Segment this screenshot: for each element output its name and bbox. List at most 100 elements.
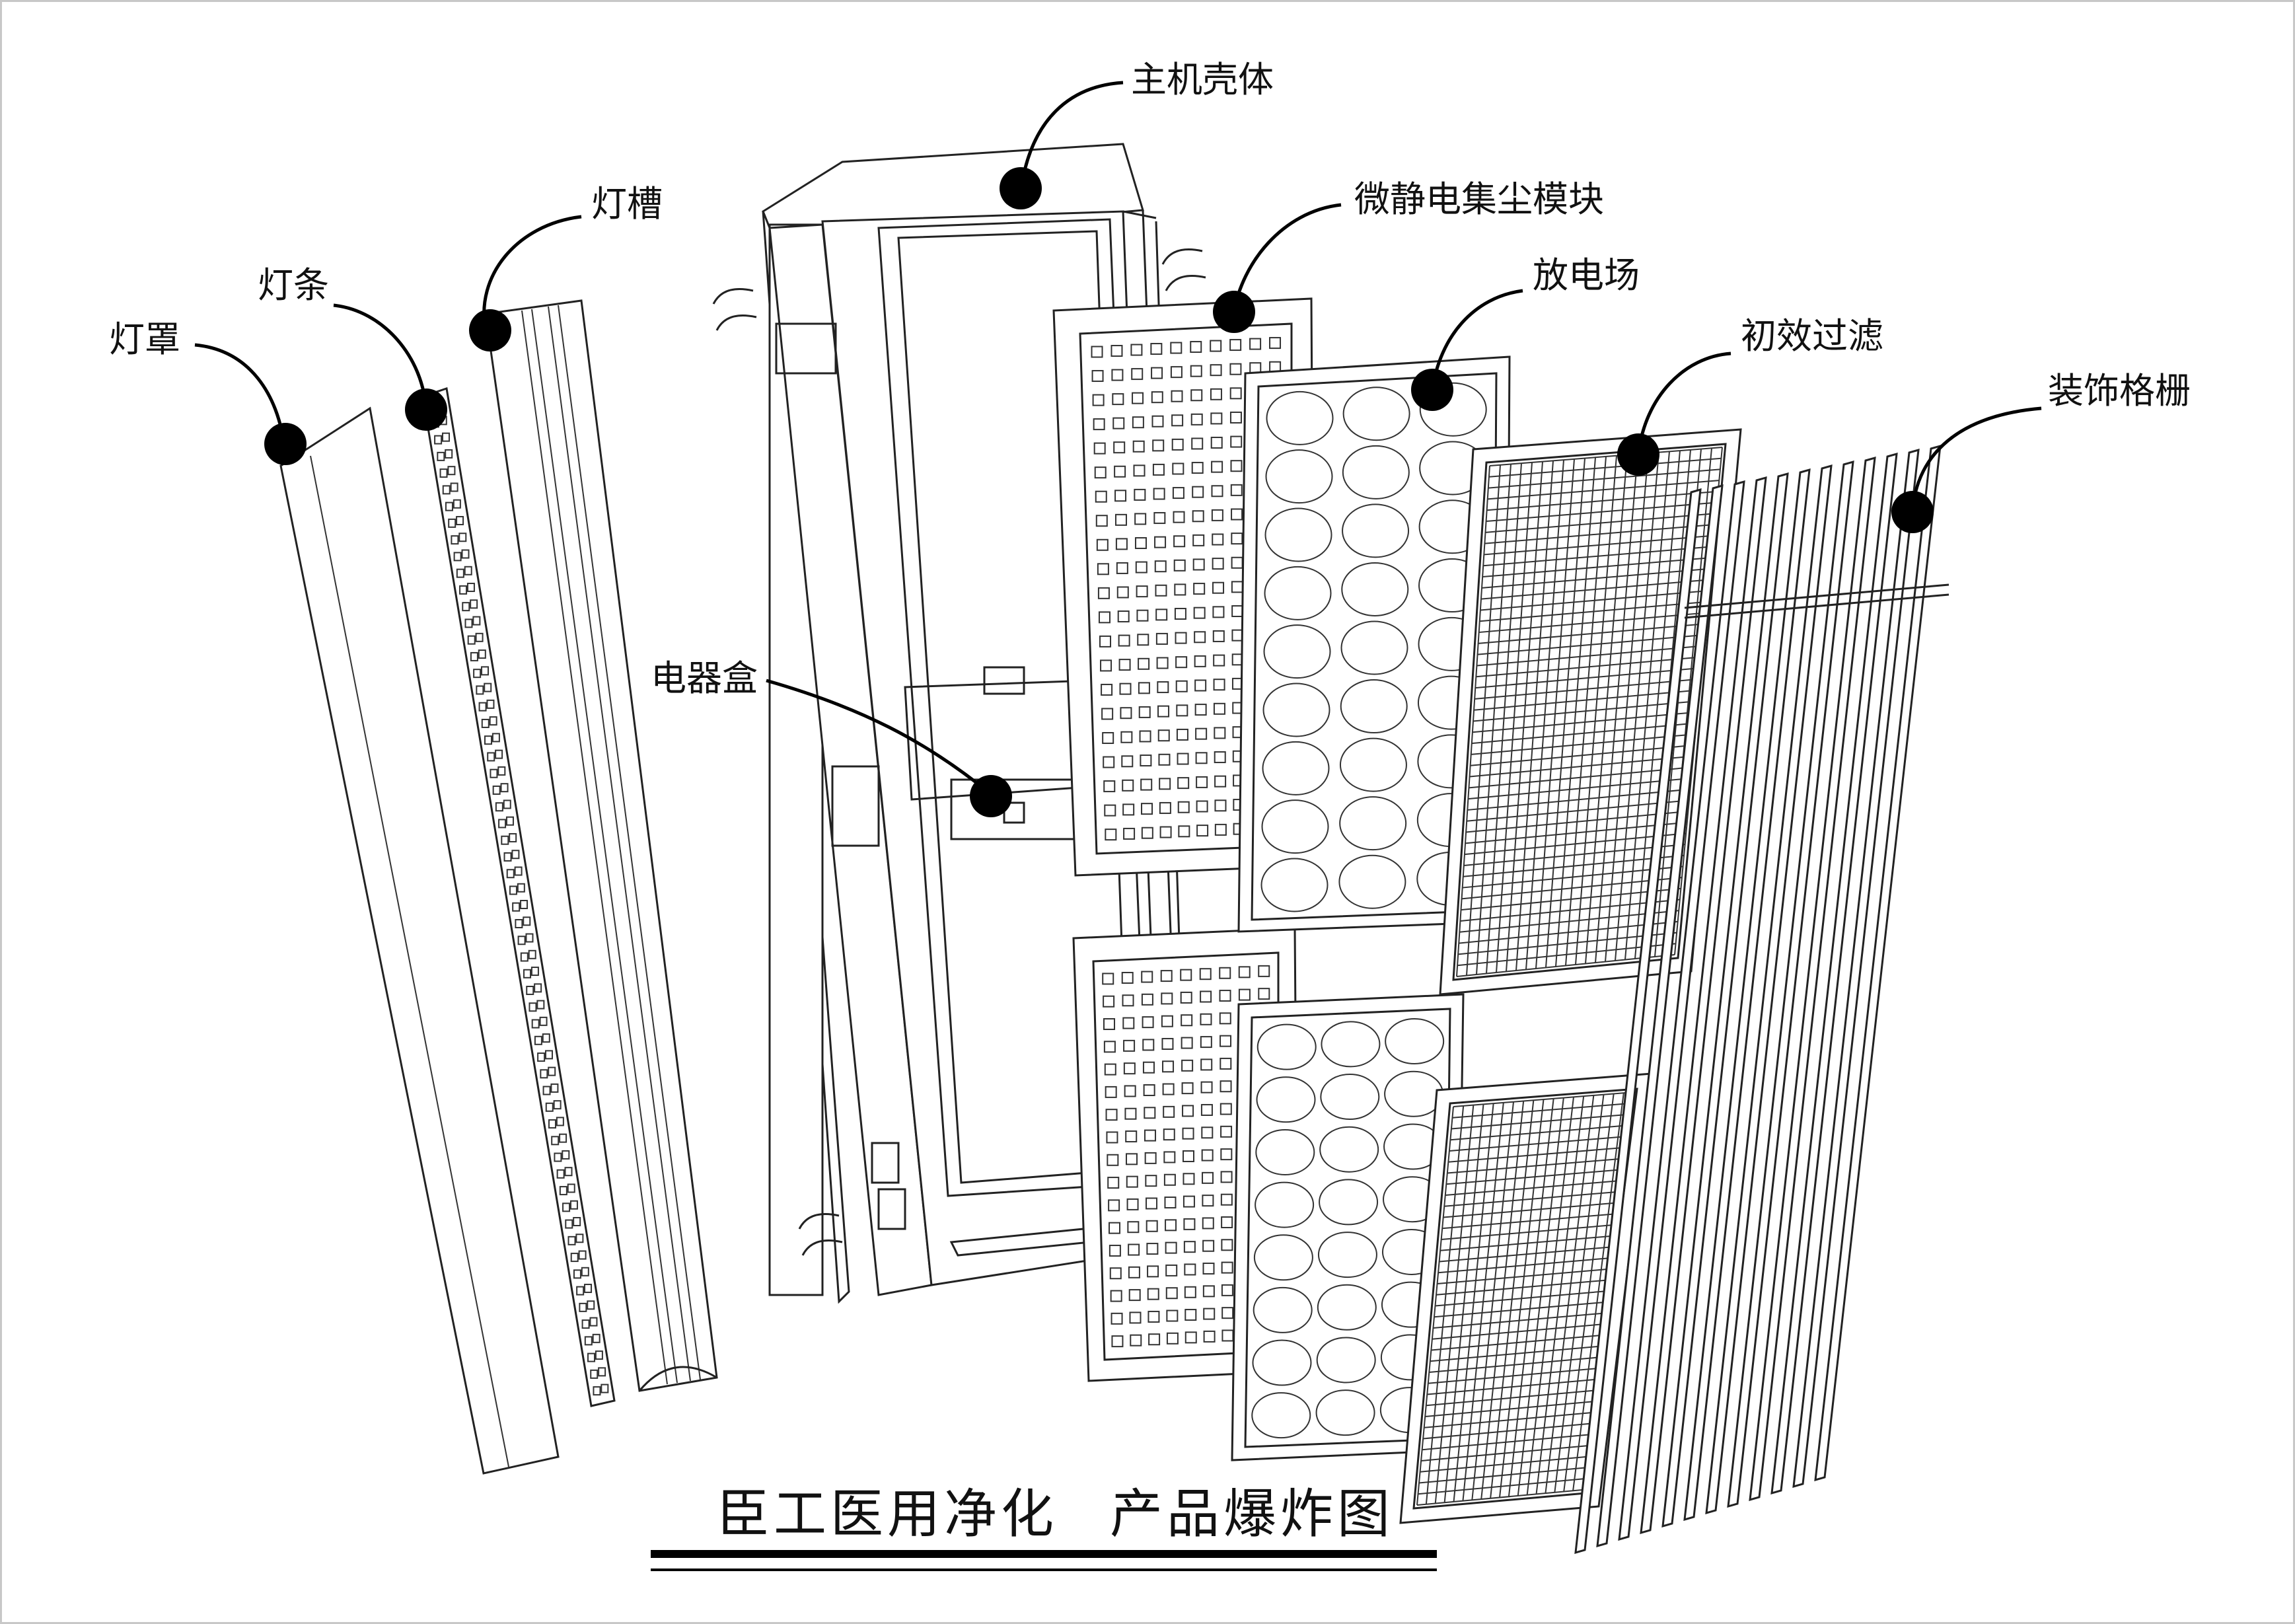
esp-hole bbox=[1158, 753, 1171, 766]
esp-hole bbox=[1221, 1216, 1233, 1228]
esp-hole bbox=[1220, 1103, 1232, 1115]
esp-hole bbox=[1134, 513, 1147, 525]
esp-hole bbox=[1155, 609, 1168, 621]
strip-hole bbox=[486, 699, 495, 709]
esp-hole bbox=[1181, 1082, 1194, 1095]
discharge-ring bbox=[1316, 1337, 1376, 1384]
esp-hole bbox=[1115, 538, 1128, 550]
strip-hole bbox=[548, 1119, 556, 1129]
mesh-line bbox=[1451, 1113, 1631, 1130]
strip-hole bbox=[511, 850, 520, 860]
esp-hole bbox=[1184, 1309, 1197, 1321]
strip-hole bbox=[531, 1019, 540, 1029]
esp-hole bbox=[1126, 1198, 1139, 1210]
esp-hole bbox=[1109, 1267, 1122, 1280]
esp-hole bbox=[1214, 727, 1226, 739]
esp-hole bbox=[1120, 731, 1133, 743]
esp-hole bbox=[1203, 1308, 1216, 1320]
discharge-ring bbox=[1251, 1392, 1311, 1439]
esp-hole bbox=[1220, 1080, 1232, 1093]
esp-hole bbox=[1144, 1152, 1157, 1164]
esp-hole bbox=[1121, 755, 1134, 768]
strip-hole bbox=[528, 1002, 537, 1012]
strip-hole bbox=[525, 933, 534, 943]
esp-hole bbox=[1211, 461, 1223, 473]
discharge-ring bbox=[1342, 445, 1410, 499]
esp-hole bbox=[1165, 1287, 1178, 1300]
strip-hole bbox=[503, 852, 512, 862]
esp-hole bbox=[1093, 442, 1106, 455]
esp-hole bbox=[1121, 971, 1134, 984]
primary-filter-lower bbox=[1399, 1072, 1653, 1524]
strip-hole bbox=[530, 967, 539, 977]
strip-hole bbox=[514, 866, 523, 876]
discharge-ring bbox=[1253, 1286, 1313, 1333]
label-esp-module: 微静电集尘模块 bbox=[1354, 178, 1604, 220]
strip-hole bbox=[544, 1050, 553, 1060]
discharge-ring bbox=[1261, 799, 1329, 854]
esp-hole bbox=[1258, 965, 1270, 977]
esp-hole bbox=[1159, 801, 1171, 814]
discharge-ring bbox=[1339, 737, 1407, 792]
title-subtitle: 产品爆炸图 bbox=[1110, 1483, 1394, 1545]
strip-hole bbox=[467, 635, 476, 645]
strip-hole bbox=[501, 835, 509, 845]
esp-hole bbox=[1163, 1173, 1176, 1186]
strip-hole bbox=[536, 1000, 545, 1010]
mesh-line bbox=[1479, 601, 1708, 622]
mesh-line bbox=[1476, 645, 1704, 667]
esp-hole bbox=[1097, 563, 1109, 575]
esp-hole bbox=[1230, 435, 1243, 448]
esp-hole bbox=[1162, 1060, 1175, 1073]
esp-hole bbox=[1134, 537, 1147, 550]
mesh-line bbox=[1436, 1279, 1610, 1296]
strip-hole bbox=[584, 1336, 593, 1346]
esp-hole bbox=[1153, 512, 1166, 525]
mesh-line bbox=[1432, 1323, 1604, 1340]
esp-hole bbox=[1146, 1243, 1159, 1255]
mesh-line bbox=[1472, 711, 1698, 733]
esp-hole bbox=[1161, 1015, 1173, 1027]
esp-hole bbox=[1214, 775, 1227, 788]
strip-hole bbox=[476, 685, 484, 695]
esp-hole bbox=[1190, 341, 1202, 353]
esp-hole bbox=[1196, 825, 1209, 837]
mesh-line bbox=[1485, 513, 1716, 533]
mesh-line bbox=[1438, 1257, 1613, 1274]
esp-hole bbox=[1191, 437, 1204, 450]
strip-hole bbox=[562, 1202, 571, 1212]
grille-bar bbox=[1640, 476, 1767, 1535]
esp-hole bbox=[1098, 611, 1111, 624]
discharge-field-upper bbox=[1237, 355, 1511, 933]
mesh-line bbox=[1456, 954, 1675, 977]
lamp-cover-part bbox=[279, 406, 560, 1475]
esp-hole bbox=[1103, 1018, 1115, 1031]
strip-hole bbox=[537, 1052, 546, 1062]
strip-hole bbox=[545, 1102, 554, 1112]
mesh-line bbox=[1423, 1422, 1591, 1440]
esp-hole bbox=[1192, 510, 1204, 523]
esp-hole bbox=[1210, 364, 1222, 377]
discharge-ring bbox=[1338, 854, 1406, 909]
esp-hole bbox=[1092, 394, 1105, 406]
strip-hole bbox=[592, 1333, 601, 1343]
strip-hole bbox=[553, 1100, 562, 1110]
mesh-line bbox=[1486, 501, 1718, 523]
strip-hole bbox=[556, 1169, 565, 1179]
esp-hole bbox=[1202, 1285, 1215, 1298]
mesh-line bbox=[1478, 612, 1707, 634]
esp-hole bbox=[1177, 777, 1190, 790]
esp-hole bbox=[1210, 437, 1223, 449]
esp-hole bbox=[1249, 338, 1262, 350]
esp-hole bbox=[1220, 1193, 1233, 1206]
esp-hole bbox=[1095, 515, 1108, 527]
mesh-line bbox=[1459, 910, 1679, 933]
esp-hole bbox=[1171, 438, 1184, 451]
mesh-line bbox=[1448, 1146, 1627, 1163]
mesh-line bbox=[1431, 1334, 1603, 1351]
esp-hole bbox=[1162, 1083, 1175, 1095]
esp-hole bbox=[1193, 583, 1206, 595]
mesh-line bbox=[1471, 722, 1696, 745]
esp-hole bbox=[1114, 490, 1127, 502]
